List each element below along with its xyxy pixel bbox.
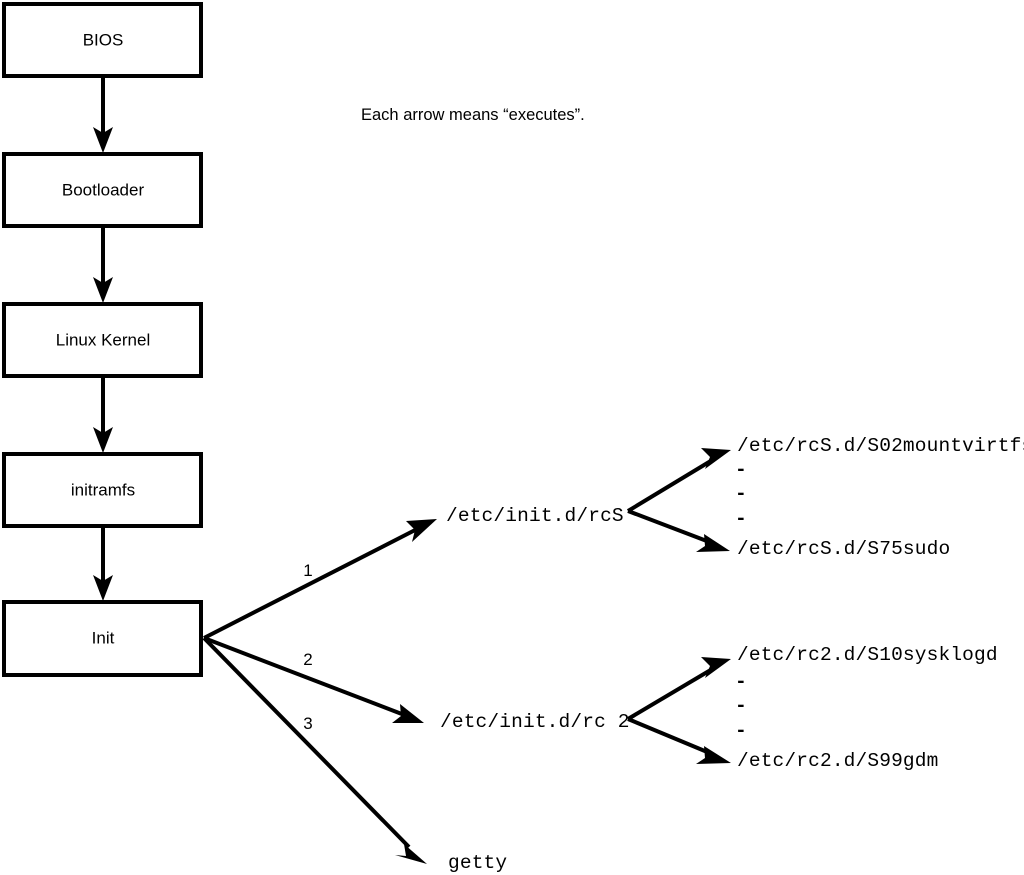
- arrow-head-icon: [701, 448, 731, 469]
- node-label-initramfs: initramfs: [71, 480, 135, 499]
- arrow-head-icon: [696, 534, 730, 552]
- arrow-bootloader-to-kernel: [93, 227, 113, 303]
- node-label-bootloader: Bootloader: [62, 180, 145, 199]
- rcs-ellipsis: - - -: [735, 459, 747, 530]
- branch-1-init-to-rcs: 1 /etc/init.d/rcS: [203, 505, 624, 640]
- rc2-ellipsis-dash-2: -: [735, 695, 747, 717]
- branch-number-3: 3: [303, 714, 312, 733]
- node-box-init[interactable]: [2, 600, 203, 677]
- rc2-script-first: /etc/rc2.d/S10sysklogd: [737, 644, 998, 666]
- node-bios[interactable]: BIOS: [2, 2, 203, 78]
- node-label-init: Init: [92, 628, 115, 647]
- node-bootloader[interactable]: Bootloader: [2, 152, 203, 228]
- subbranch-rc2-last: /etc/rc2.d/S99gdm: [627, 717, 938, 772]
- node-label-bios: BIOS: [83, 30, 124, 49]
- rc2-ellipsis-dash-3: -: [735, 720, 747, 742]
- arrow-initramfs-to-init: [93, 527, 113, 601]
- branch-target-rcs: /etc/init.d/rcS: [446, 505, 624, 527]
- arrow-head-icon: [406, 519, 437, 542]
- rcs-script-last: /etc/rcS.d/S75sudo: [737, 538, 950, 560]
- arrow-head-icon: [395, 844, 427, 864]
- branch-number-2: 2: [303, 650, 312, 669]
- rcs-ellipsis-dash-1: -: [735, 459, 747, 481]
- arrow-head-icon: [93, 127, 113, 153]
- node-label-linux-kernel: Linux Kernel: [56, 330, 151, 349]
- node-box-bootloader[interactable]: [2, 152, 203, 228]
- diagram-caption: Each arrow means “executes”.: [361, 106, 585, 124]
- arrow-kernel-to-initramfs: [93, 377, 113, 453]
- node-box-linux-kernel[interactable]: [2, 302, 203, 378]
- arrow-head-icon: [701, 657, 731, 678]
- subbranch-rcs-last: /etc/rcS.d/S75sudo: [627, 509, 950, 560]
- rcs-script-first: /etc/rcS.d/S02mountvirtfs: [737, 435, 1024, 457]
- branch-target-getty: getty: [448, 852, 507, 874]
- node-init[interactable]: Init: [2, 600, 203, 677]
- rcs-ellipsis-dash-2: -: [735, 483, 747, 505]
- node-linux-kernel[interactable]: Linux Kernel: [2, 302, 203, 378]
- rc2-ellipsis: - - -: [735, 671, 747, 742]
- arrow-bios-to-bootloader: [93, 77, 113, 153]
- branch-2-init-to-rc2: 2 /etc/init.d/rc 2: [203, 636, 630, 733]
- arrow-head-icon: [93, 277, 113, 303]
- arrow-head-icon: [93, 427, 113, 453]
- branch-target-rc2: /etc/init.d/rc 2: [440, 711, 630, 733]
- arrow-head-icon: [392, 704, 424, 723]
- node-initramfs[interactable]: initramfs: [2, 452, 203, 528]
- subbranch-rc2-first: /etc/rc2.d/S10sysklogd: [626, 644, 998, 721]
- arrow-head-icon: [93, 575, 113, 601]
- rc2-script-last: /etc/rc2.d/S99gdm: [737, 750, 938, 772]
- node-box-initramfs[interactable]: [2, 452, 203, 528]
- rc2-ellipsis-dash-1: -: [735, 671, 747, 693]
- arrow-head-icon: [696, 746, 731, 764]
- branch-3-init-to-getty: 3 getty: [202, 636, 507, 874]
- rcs-ellipsis-dash-3: -: [735, 508, 747, 530]
- subbranch-rcs-first: /etc/rcS.d/S02mountvirtfs: [626, 435, 1024, 513]
- branch-number-1: 1: [303, 561, 312, 580]
- node-box-bios[interactable]: [2, 2, 203, 78]
